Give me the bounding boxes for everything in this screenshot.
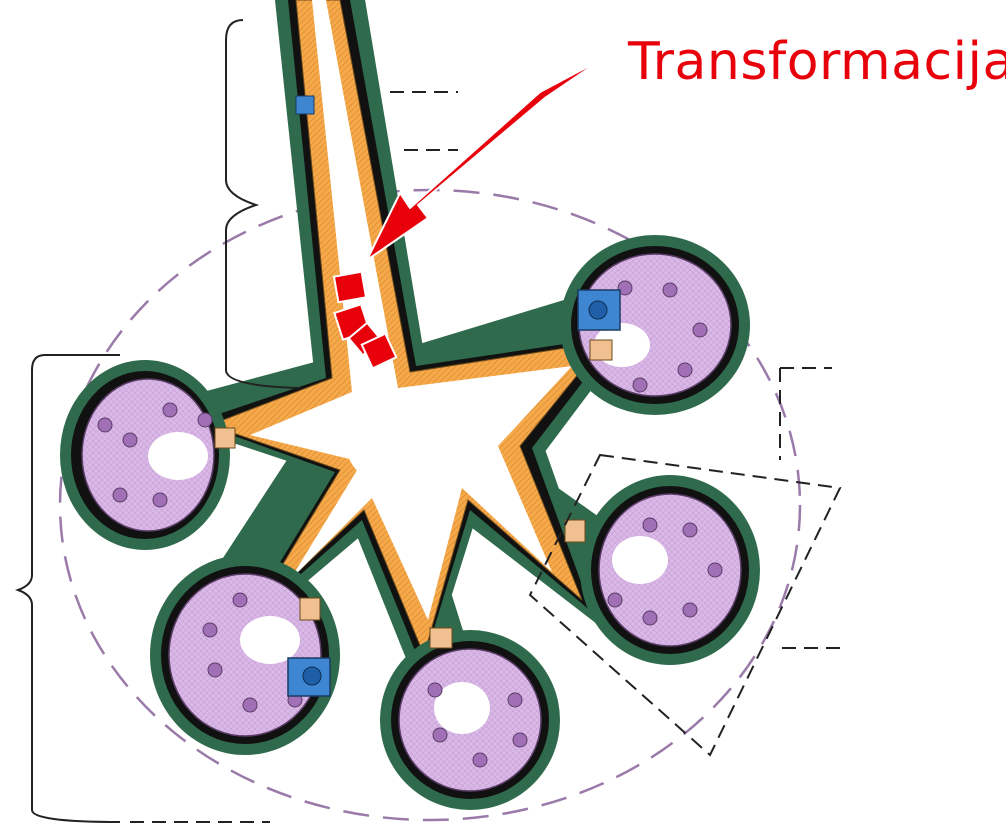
lobe-bottom-left (150, 555, 340, 755)
transformation-label: Transformacija (628, 32, 1006, 92)
lobe-right (580, 475, 760, 665)
lobe-bottom (380, 630, 560, 810)
red-arrow-icon (367, 58, 604, 260)
centroacinar-cell (296, 96, 314, 114)
lobe-left (60, 360, 230, 550)
transformed-cell (334, 272, 366, 302)
